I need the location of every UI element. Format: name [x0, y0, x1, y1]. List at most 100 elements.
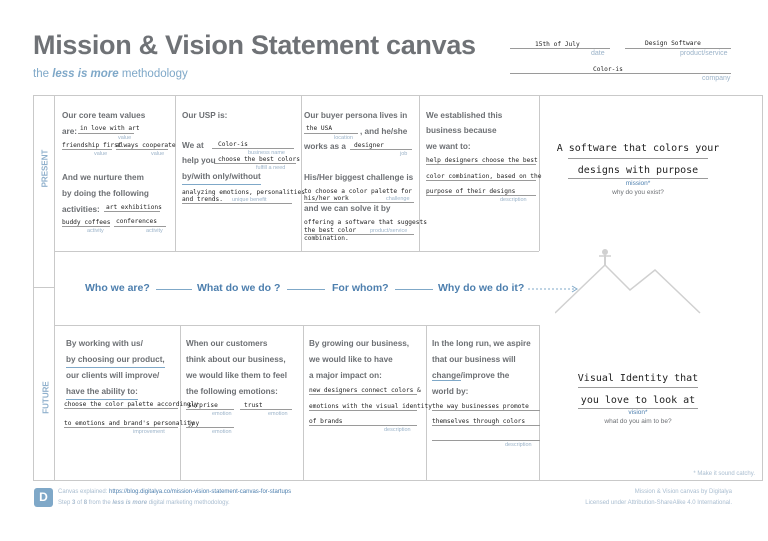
- mission-label: mission*: [625, 180, 651, 187]
- usp-benefit-1[interactable]: analyzing emotions, personalities: [182, 189, 305, 196]
- persona-solve-1[interactable]: offering a software that suggests: [304, 219, 427, 226]
- team-activity-3-label: activity: [146, 228, 163, 234]
- future-team-improve-1[interactable]: choose the color palette accordingly: [64, 401, 199, 408]
- team-value-1[interactable]: in love with art: [80, 125, 140, 132]
- persona-works: works as a: [304, 142, 346, 151]
- usp-need[interactable]: choose the best colors: [218, 156, 300, 163]
- why-desc-1[interactable]: help designers choose the best: [426, 157, 538, 164]
- section-divider: [34, 287, 54, 288]
- future-why-line3: change/improve the: [432, 368, 509, 384]
- subtitle-pre: the: [33, 68, 53, 80]
- field-line: [304, 202, 414, 203]
- future-team-line3: our clients will improve/: [66, 371, 160, 380]
- vision-line2[interactable]: you love to look at: [580, 395, 696, 406]
- future-label: FUTURE: [41, 381, 51, 414]
- future-why-line1: In the long run, we aspire: [432, 339, 531, 348]
- team-value-3[interactable]: always cooperate: [116, 142, 176, 149]
- field-line: [309, 410, 417, 411]
- company-value[interactable]: Color-is: [593, 66, 623, 73]
- usp-we-at: We at: [182, 141, 204, 150]
- future-why-desc-2[interactable]: themselves through colors: [432, 418, 526, 425]
- field-line: [182, 203, 292, 204]
- future-team-line2: by choosing our product,: [66, 353, 165, 368]
- product-value[interactable]: Design Software: [645, 40, 701, 47]
- field-line: [578, 408, 698, 409]
- usp-benefit-2[interactable]: and trends.: [182, 196, 223, 203]
- team-activities: activities:: [62, 205, 100, 214]
- future-team-label: improvement: [133, 429, 165, 435]
- future-emotion-2-label: emotion: [268, 411, 288, 417]
- product-line: [625, 48, 731, 49]
- team-value-2[interactable]: friendship first: [62, 142, 122, 149]
- team-value-3-label: value: [151, 151, 165, 157]
- company-label: company: [702, 75, 731, 82]
- future-usp-line3: we would like them to feel: [186, 371, 287, 380]
- future-team-improve-2[interactable]: to emotions and brand's personality: [64, 420, 195, 427]
- field-line: [426, 195, 536, 196]
- date-value[interactable]: 15th of July: [535, 41, 580, 48]
- side-divider: [54, 96, 55, 480]
- future-why-desc-1[interactable]: the way businesses promote: [432, 403, 529, 410]
- field-line: [309, 425, 417, 426]
- future-persona-line2: we would like to have: [309, 355, 393, 364]
- why-line2: business because: [426, 126, 497, 135]
- usp-by-with: by/with only/without: [182, 170, 261, 185]
- usp-help-you: help you: [182, 156, 216, 165]
- mission-line2[interactable]: designs with purpose: [577, 165, 699, 176]
- future-team-line1: By working with us/: [66, 339, 143, 348]
- persona-challenge-2[interactable]: his/her work: [304, 195, 349, 202]
- col-divider: [301, 96, 302, 251]
- future-persona-desc-1[interactable]: new designers connect colors &: [309, 387, 421, 394]
- why-desc-3[interactable]: purpose of their designs: [426, 188, 516, 195]
- vision-line1[interactable]: Visual Identity that: [577, 373, 699, 384]
- footer-step-total: 8: [83, 500, 88, 506]
- arrow-right-icon: [528, 285, 578, 293]
- future-persona-label: description: [384, 427, 411, 433]
- mission-question: why do you exist?: [612, 189, 664, 196]
- future-persona-desc-2[interactable]: emotions with the visual identity: [309, 403, 432, 410]
- present-label: PRESENT: [40, 149, 50, 188]
- footer-line1: Canvas explained: https://blog.digitalya…: [58, 489, 291, 495]
- usp-business-name-label: business name: [248, 150, 285, 156]
- mission-line1[interactable]: A software that colors your: [556, 143, 720, 154]
- col-divider: [175, 96, 176, 251]
- why-desc-2[interactable]: color combination, based on the: [426, 173, 542, 180]
- field-line: [432, 440, 540, 441]
- usp-business-name[interactable]: Color-is: [218, 141, 248, 148]
- persona-and-he: , and he/she: [360, 127, 408, 136]
- persona-job[interactable]: designer: [354, 142, 384, 149]
- team-activity-3[interactable]: conferences: [116, 218, 157, 225]
- field-line: [568, 158, 708, 159]
- future-persona-line3: a major impact on:: [309, 371, 382, 380]
- question-what: What do we do ?: [197, 282, 281, 294]
- persona-solve: and we can solve it by: [304, 204, 391, 213]
- footer-emphasis: less is more: [112, 500, 148, 506]
- team-activity-1[interactable]: art exhibitions: [106, 204, 162, 211]
- vision-label: vision*: [628, 409, 648, 416]
- footer-step-number: 3: [72, 500, 76, 506]
- persona-job-label: job: [400, 151, 408, 157]
- footer-line2: Step 3 of 8 from the less is more digita…: [58, 500, 230, 506]
- persona-challenge-q: His/Her biggest challenge is: [304, 173, 414, 182]
- field-line: [426, 180, 536, 181]
- question-who: Who we are?: [85, 282, 150, 294]
- team-line2: And we nurture them: [62, 173, 144, 182]
- persona-location[interactable]: the USA: [306, 125, 333, 132]
- field-line: [240, 409, 292, 410]
- col-divider: [426, 325, 427, 480]
- persona-challenge-1[interactable]: to choose a color palette for: [304, 188, 413, 195]
- persona-solve-3[interactable]: combination.: [304, 235, 349, 242]
- future-persona-desc-3[interactable]: of brands: [309, 418, 343, 425]
- future-why-improve: /improve the: [460, 371, 510, 380]
- team-activity-2[interactable]: buddy coffees: [62, 219, 111, 226]
- why-line1: We established this: [426, 111, 503, 120]
- future-emotion-3[interactable]: joy: [188, 420, 200, 427]
- subtitle-emphasis: less is more: [52, 68, 119, 80]
- field-line: [432, 410, 540, 411]
- future-emotion-1-label: emotion: [212, 411, 232, 417]
- future-emotion-2[interactable]: trust: [244, 402, 263, 409]
- future-emotion-1[interactable]: surprise: [188, 402, 218, 409]
- persona-solve-2[interactable]: the best color: [304, 227, 357, 234]
- footer-link[interactable]: https://blog.digitalya.co/mission-vision…: [109, 489, 292, 495]
- future-usp-line4: the following emotions:: [186, 387, 278, 396]
